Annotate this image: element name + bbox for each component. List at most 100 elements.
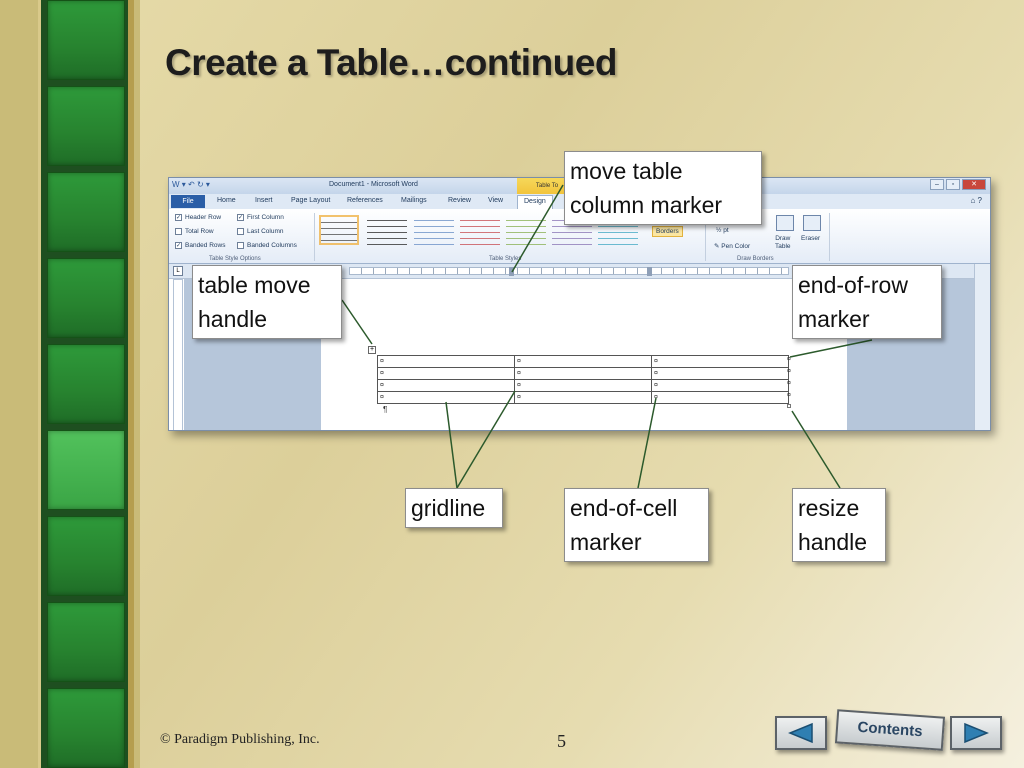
tab-insert[interactable]: Insert	[255, 197, 273, 204]
tab-home[interactable]: Home	[217, 197, 236, 204]
quick-access-toolbar-icon: W ▾ ↶ ↻ ▾	[172, 180, 210, 189]
end-of-row-marker: ¤	[787, 356, 791, 363]
borders-button[interactable]: Borders	[652, 226, 683, 237]
table-resize-handle[interactable]	[787, 404, 791, 408]
tab-design[interactable]: Design	[517, 195, 553, 209]
paragraph-mark: ¶	[383, 405, 388, 414]
move-table-column-marker[interactable]	[647, 267, 652, 276]
option-first-column[interactable]: ✓ First Column	[237, 214, 284, 221]
horizontal-ruler: L	[169, 264, 990, 279]
contents-button[interactable]: Contents	[834, 709, 946, 751]
tab-references[interactable]: References	[347, 197, 383, 204]
end-of-row-marker: ¤	[787, 380, 791, 387]
eraser-icon[interactable]	[803, 215, 821, 231]
end-of-cell-marker: ¤	[517, 381, 521, 389]
table-cell[interactable]: ¤	[514, 355, 652, 368]
table-cell[interactable]: ¤	[651, 355, 789, 368]
end-of-cell-marker: ¤	[517, 369, 521, 377]
tab-page-layout[interactable]: Page Layout	[291, 197, 331, 204]
pen-weight-select[interactable]: ½ pt	[716, 227, 729, 234]
table-style-thumb[interactable]	[367, 215, 407, 245]
file-tab[interactable]: File	[171, 195, 205, 208]
divider	[314, 213, 315, 261]
table-style-thumb[interactable]	[319, 215, 359, 245]
table-cell[interactable]: ¤	[377, 391, 515, 404]
window-title: Document1 - Microsoft Word	[329, 181, 418, 188]
group-label-table-style-options: Table Style Options	[209, 256, 261, 262]
pen-color-button[interactable]: ✎ Pen Color	[714, 243, 751, 250]
vertical-scrollbar[interactable]	[974, 264, 990, 430]
table-cell[interactable]: ¤	[377, 379, 515, 392]
move-table-column-marker[interactable]	[509, 267, 514, 276]
table-cell[interactable]: ¤	[514, 391, 652, 404]
eraser-button[interactable]: Eraser	[801, 235, 821, 242]
checkbox-checked-icon[interactable]: ✓	[237, 214, 244, 221]
green-block	[47, 516, 125, 596]
callout-resize-handle: resize handle	[792, 488, 886, 562]
table-style-thumb[interactable]	[460, 215, 500, 245]
tab-review[interactable]: Review	[448, 197, 471, 204]
help-icon[interactable]: ⌂ ?	[970, 196, 982, 205]
green-block	[47, 172, 125, 252]
green-block	[47, 86, 125, 166]
table-cell[interactable]: ¤	[514, 379, 652, 392]
option-total-row[interactable]: Total Row	[175, 228, 214, 235]
option-last-column[interactable]: Last Column	[237, 228, 284, 235]
restore-icon[interactable]: ▫	[946, 179, 960, 190]
previous-slide-button[interactable]	[775, 716, 827, 750]
table-style-thumb[interactable]	[506, 215, 546, 245]
minimize-icon[interactable]: –	[930, 179, 944, 190]
table-row: ¤¤¤	[377, 355, 789, 368]
table-row: ¤ ¤ ¤	[377, 391, 789, 404]
green-block	[47, 602, 125, 682]
tab-mailings[interactable]: Mailings	[401, 197, 427, 204]
green-block	[47, 258, 125, 338]
table-row: ¤¤¤	[377, 367, 789, 380]
option-banded-rows[interactable]: ✓ Banded Rows	[175, 242, 226, 249]
end-of-cell-marker: ¤	[654, 369, 658, 377]
strip-divider	[128, 0, 134, 768]
ruler-scale	[349, 267, 789, 275]
table-style-thumb[interactable]	[414, 215, 454, 245]
table-cell[interactable]: ¤	[514, 367, 652, 380]
left-decorative-strip	[0, 0, 140, 768]
checkbox-icon[interactable]	[237, 228, 244, 235]
page-number: 5	[557, 731, 566, 751]
end-of-cell-marker: ¤	[654, 357, 658, 365]
green-block	[47, 430, 125, 510]
right-arrow-icon	[964, 722, 989, 744]
next-slide-button[interactable]	[950, 716, 1002, 750]
green-block	[47, 688, 125, 768]
divider	[705, 213, 706, 261]
table-cell[interactable]: ¤	[377, 355, 515, 368]
end-of-row-marker: ¤	[787, 392, 791, 399]
option-header-row[interactable]: ✓ Header Row	[175, 214, 222, 221]
callout-move-table-column-marker: move table column marker	[564, 151, 762, 225]
end-of-cell-marker: ¤	[380, 393, 384, 401]
end-of-cell-marker: ¤	[517, 393, 521, 401]
callout-gridline: gridline	[405, 488, 503, 528]
draw-table-button[interactable]: Draw Table	[775, 235, 791, 250]
draw-table-icon[interactable]	[776, 215, 794, 231]
tab-view[interactable]: View	[488, 197, 504, 204]
checkbox-checked-icon[interactable]: ✓	[175, 242, 182, 249]
table-cell[interactable]: ¤	[651, 367, 789, 380]
word-table: ¤¤¤¤¤¤¤¤¤¤¤¤	[377, 355, 789, 404]
table-cell[interactable]: ¤	[651, 391, 789, 404]
window-controls: – ▫ ✕	[930, 179, 986, 190]
end-of-cell-marker: ¤	[654, 381, 658, 389]
checkbox-icon[interactable]	[175, 228, 182, 235]
tab-selector-icon[interactable]: L	[173, 266, 183, 276]
copyright-text: © Paradigm Publishing, Inc.	[160, 732, 320, 747]
checkbox-checked-icon[interactable]: ✓	[175, 214, 182, 221]
vertical-ruler	[173, 279, 183, 430]
table-cell[interactable]: ¤	[651, 379, 789, 392]
table-cell[interactable]: ¤	[377, 367, 515, 380]
end-of-cell-marker: ¤	[380, 381, 384, 389]
end-of-cell-marker: ¤	[517, 357, 521, 365]
table-move-handle[interactable]: +	[368, 346, 376, 354]
option-banded-columns[interactable]: Banded Columns	[237, 242, 297, 249]
close-icon[interactable]: ✕	[962, 179, 986, 190]
group-label-draw-borders: Draw Borders	[737, 256, 774, 262]
checkbox-icon[interactable]	[237, 242, 244, 249]
